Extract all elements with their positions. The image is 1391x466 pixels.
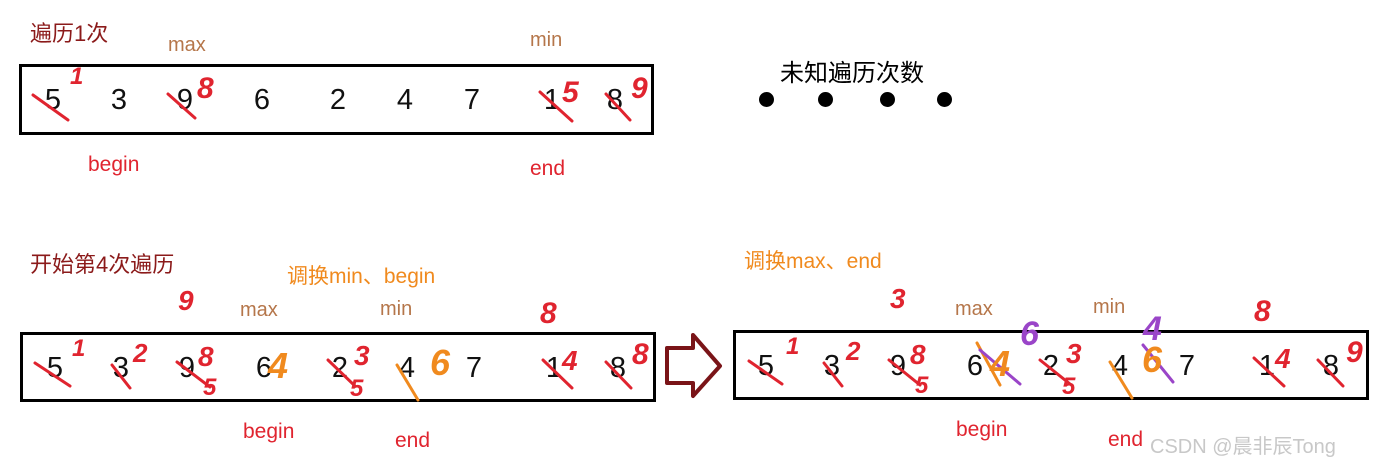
top-array-cell: 1 <box>543 84 561 116</box>
bottom-left-array-cell: 1 <box>545 352 563 384</box>
csdn-watermark: CSDN @晨非辰Tong <box>1150 436 1336 458</box>
ellipsis-dot <box>880 92 895 107</box>
bottom-right-array-cell: 2 <box>1042 350 1060 382</box>
ellipsis-dot <box>937 92 952 107</box>
bottom-left-array-cell: 6 <box>255 352 273 384</box>
top-array-cell: 2 <box>329 84 347 116</box>
top-max-label: max <box>168 34 206 56</box>
top-end-label: end <box>530 157 566 180</box>
handwritten-digit: 3 <box>890 283 906 314</box>
bottom-right-array-cell: 3 <box>823 350 841 382</box>
ellipsis-dot <box>818 92 833 107</box>
handwritten-digit: 8 <box>1254 295 1271 328</box>
transition-arrow-icon <box>665 333 722 398</box>
bottom-right-array-cell: 1 <box>1258 350 1276 382</box>
bottom-left-array-cell: 9 <box>178 352 196 384</box>
bottom-right-array-cell: 4 <box>1111 350 1129 382</box>
bottom-right-array-cell: 8 <box>1322 350 1340 382</box>
bottom-right-array-cell: 7 <box>1178 350 1196 382</box>
bottom-left-max-label: max <box>240 299 278 321</box>
bottom-left-min-label: min <box>380 298 413 320</box>
bottom-left-array-cell: 8 <box>609 352 627 384</box>
bottom-right-max-label: max <box>955 298 993 320</box>
top-min-label: min <box>530 29 563 51</box>
top-array-cell: 5 <box>44 84 62 116</box>
bottom-right-end-label: end <box>1108 428 1144 451</box>
bottom-left-array-cell: 5 <box>46 352 64 384</box>
top-array-cell: 6 <box>253 84 271 116</box>
bottom-right-array-cell: 5 <box>757 350 775 382</box>
top-array-cell: 4 <box>396 84 414 116</box>
bottom-left-begin-label: begin <box>243 420 295 443</box>
top-array-cell: 3 <box>110 84 128 116</box>
top-array-cell: 8 <box>606 84 624 116</box>
bottom-left-array-cell: 7 <box>465 352 483 384</box>
handwritten-digit: 8 <box>540 297 557 330</box>
bottom-left-end-label: end <box>395 429 431 452</box>
top-title: 遍历1次 <box>30 21 109 46</box>
bottom-right-array-cell: 6 <box>966 350 984 382</box>
bottom-right-min-label: min <box>1093 296 1126 318</box>
top-array-cell: 7 <box>463 84 481 116</box>
bottom-left-swap-note: 调换min、begin <box>287 265 436 288</box>
ellipsis-dot <box>759 92 774 107</box>
unknown-iterations-note: 未知遍历次数 <box>780 60 924 87</box>
bottom-right-begin-label: begin <box>956 418 1008 441</box>
bottom-left-array-cell: 3 <box>112 352 130 384</box>
top-begin-label: begin <box>88 153 140 176</box>
bottom-left-array-cell: 4 <box>398 352 416 384</box>
bottom-right-array-cell: 9 <box>889 350 907 382</box>
handwritten-digit: 9 <box>178 285 194 316</box>
bottom-right-swap-note: 调换max、end <box>744 250 882 273</box>
top-array-cell: 9 <box>176 84 194 116</box>
bottom-left-title: 开始第4次遍历 <box>30 252 175 277</box>
bottom-left-array-cell: 2 <box>331 352 349 384</box>
